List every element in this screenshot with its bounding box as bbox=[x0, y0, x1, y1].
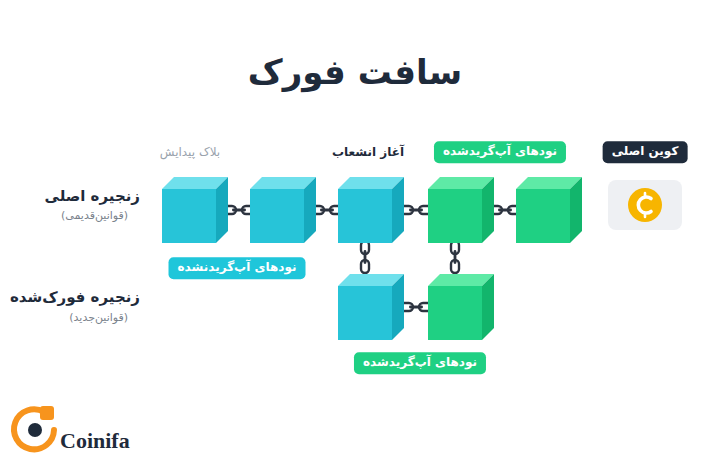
coin-tag: کوین اصلی bbox=[603, 141, 688, 163]
block-cube bbox=[338, 274, 404, 340]
pill-text: نودهای آپ‌گریدشده bbox=[443, 144, 557, 160]
chain-rule: (قوانین‌قدیمی) bbox=[61, 209, 128, 222]
block-label: آغاز انشعاب bbox=[332, 145, 404, 159]
coin-card bbox=[608, 180, 682, 230]
block-cube bbox=[162, 177, 228, 243]
chain-link bbox=[361, 241, 369, 273]
block-cube bbox=[338, 177, 404, 243]
brand-logo: Coinifa bbox=[60, 428, 130, 454]
logo-icon bbox=[28, 423, 42, 437]
block-cube bbox=[428, 177, 494, 243]
coin-icon bbox=[628, 188, 662, 222]
status-pill: نودهای آپ‌گریدشده bbox=[434, 141, 566, 163]
chain-name: زنجیره فورک‌شده bbox=[10, 288, 140, 306]
block-cube bbox=[250, 177, 316, 243]
block-cube bbox=[428, 274, 494, 340]
diagram-title: سافت فورک bbox=[248, 52, 462, 93]
chain-link bbox=[400, 303, 432, 311]
chain-rule: (قوانین‌جدید) bbox=[69, 311, 128, 324]
coin-symbol bbox=[638, 197, 651, 213]
pill-text: کوین اصلی bbox=[612, 144, 679, 160]
status-pill: نودهای آپ‌گریدنشده bbox=[169, 257, 306, 279]
logo-icon bbox=[40, 406, 54, 420]
pill-text: نودهای آپ‌گریدشده bbox=[363, 355, 477, 371]
chain-link bbox=[451, 241, 459, 273]
coin-symbol bbox=[644, 193, 647, 217]
block-label: بلاک پیدایش bbox=[160, 145, 220, 159]
pill-text: نودهای آپ‌گریدنشده bbox=[178, 260, 297, 276]
block-cube bbox=[516, 177, 582, 243]
status-pill: نودهای آپ‌گریدشده bbox=[354, 352, 486, 374]
chain-link bbox=[400, 206, 432, 214]
chain-name: زنجیره اصلی bbox=[44, 187, 140, 205]
